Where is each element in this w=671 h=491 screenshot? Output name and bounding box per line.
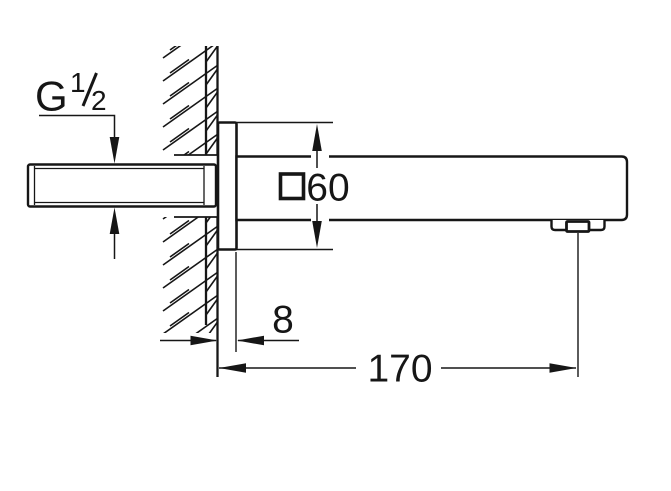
- thread-label-denominator: 2: [91, 85, 107, 116]
- flange-square-value: 60: [306, 167, 349, 210]
- hatch-line: [205, 91, 219, 109]
- wall-hatch: [162, 46, 219, 407]
- arrow-right-icon: [190, 335, 218, 346]
- hatch-line: [170, 336, 189, 350]
- hatch-line: [169, 46, 190, 51]
- wall-flange: [216, 121, 238, 251]
- hatch-line: [169, 265, 190, 281]
- hatch-line: [206, 345, 218, 361]
- hatch-line: [205, 252, 219, 270]
- arrow-right-icon: [549, 363, 577, 373]
- arrow-down-icon: [312, 221, 322, 248]
- arrow-left-icon: [219, 363, 246, 373]
- hatch-line: [162, 87, 219, 128]
- thread-label-numerator: 1: [70, 67, 86, 98]
- dimension-thread-size: G 1 2: [35, 67, 120, 259]
- arrow-left-icon: [237, 335, 264, 346]
- hatch-line: [170, 382, 189, 396]
- hatch-line: [169, 242, 190, 258]
- wall-opening: [174, 154, 218, 218]
- flange-depth-value: 8: [272, 299, 294, 342]
- arrow-down-icon: [109, 137, 120, 164]
- hatch-line: [169, 127, 190, 143]
- hatch-line: [169, 104, 190, 120]
- hatch-line: [205, 275, 219, 293]
- hatch-line: [169, 311, 190, 327]
- threaded-connector-body: [26, 163, 218, 208]
- arrow-up-icon: [312, 124, 322, 151]
- mousseur: [565, 220, 591, 233]
- projection-value: 170: [367, 348, 432, 391]
- dimension-flange-square: 60: [236, 121, 350, 251]
- dimension-flange-depth: 8: [160, 252, 299, 352]
- hatch-line: [169, 58, 190, 74]
- hatch-line: [205, 229, 219, 247]
- hatch-line: [163, 341, 218, 380]
- hatch-line: [169, 150, 190, 166]
- hatch-line: [162, 46, 219, 59]
- hatch-line: [162, 248, 219, 289]
- hatch-line: [169, 288, 190, 304]
- hatch-line: [170, 359, 189, 373]
- hatch-line: [162, 46, 219, 82]
- hatch-line: [205, 137, 219, 155]
- hatch-line: [169, 219, 190, 235]
- threaded-connector: [26, 163, 218, 208]
- hatch-line: [205, 46, 219, 63]
- hatch-line: [206, 391, 218, 407]
- line-break: [311, 154, 329, 222]
- square-symbol-icon: [278, 172, 306, 201]
- arrow-up-icon: [109, 207, 120, 234]
- leader-line: [39, 114, 116, 138]
- spout-body: [235, 155, 629, 222]
- hatch-line: [162, 271, 219, 312]
- hatch-line: [205, 321, 219, 333]
- fraction-slash-icon: [81, 72, 98, 107]
- hatch-line: [205, 206, 219, 224]
- hatch-line: [162, 294, 219, 333]
- hatch-line: [205, 114, 219, 132]
- hatch-line: [162, 64, 219, 105]
- hatch-line: [162, 317, 219, 333]
- aerator: [550, 220, 606, 233]
- hatch-line: [163, 364, 218, 403]
- thread-label-prefix: G: [35, 73, 68, 120]
- hatch-line: [206, 368, 218, 384]
- hatch-line: [169, 81, 190, 97]
- hatch-line: [205, 68, 219, 86]
- hatch-line: [205, 298, 219, 316]
- dimension-projection: 170: [219, 233, 579, 391]
- hatch-line: [162, 110, 219, 151]
- hatch-line: [162, 225, 219, 266]
- hatch-line: [162, 202, 219, 243]
